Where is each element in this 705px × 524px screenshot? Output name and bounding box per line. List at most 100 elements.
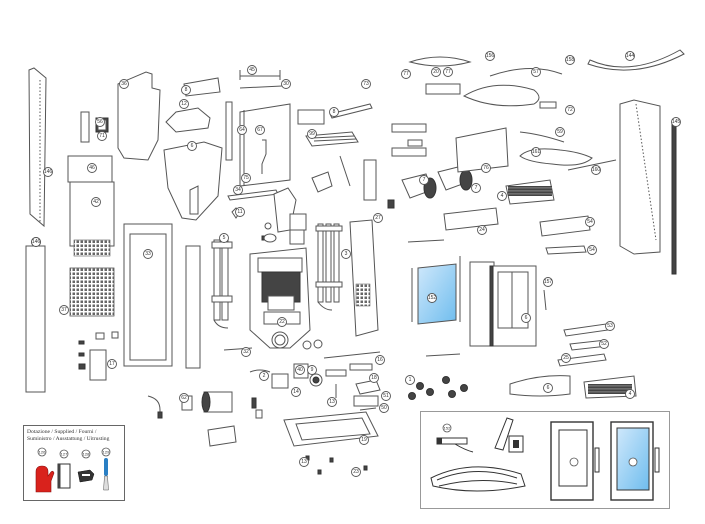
callout-label: 6 [525,315,528,321]
bottom-mounting-bracket [207,425,237,447]
legend-item-cleaning-pad: 127 [57,449,71,489]
callout-label: 75 [243,175,249,181]
callout-circle [179,99,189,109]
callout-label: 14 [293,389,299,395]
inset-door-solid [550,421,600,501]
callout-circle [307,365,317,375]
upper-right-parts [391,56,563,157]
callout-circle [307,129,317,139]
callout-circle [379,403,389,413]
callout-label: 51 [383,393,389,399]
callout-label: 4 [501,193,504,199]
callout-circle [521,313,531,323]
legend-item-oven-glove: 126 [35,447,55,493]
part-callout: 146 [43,167,53,177]
inset-bracket-assembly [494,417,524,453]
callout-circle [43,167,53,177]
part-callout: 12 [179,99,189,109]
left-side-panel-back [28,67,47,228]
door-variants-inset: 152 [420,411,670,509]
callout-circle [369,373,379,383]
legend-title-line2: Suministro / Ausstattung / Uitrusting [27,436,110,442]
callout-label: 146 [32,239,41,245]
feet-set [408,376,468,400]
callout-label: 99 [309,131,315,137]
callout-label: 2 [263,373,266,379]
callout-circle [359,435,369,445]
callout-label: 13 [301,459,307,465]
part-callout: 59 [555,127,565,137]
rear-heat-exchanger-panel [239,103,291,187]
legend-item-brush: 129 [101,447,111,491]
base-tray [283,411,379,447]
part-callout: 24 [477,225,487,235]
callout-circle [241,347,251,357]
callout-circle [373,213,383,223]
part-callout: 9 [307,365,317,375]
right-heat-exchanger-tubes [315,223,343,311]
callout-label: 158 [566,57,575,63]
callout-label: 42 [93,199,99,205]
part-callout: 25 [561,353,571,363]
callout-circle [565,105,575,115]
right-side-panel-back [619,99,661,255]
front-trim-bar [545,245,587,255]
callout-label: 146 [44,169,53,175]
callout-label: 32 [243,349,249,355]
callout-label: 40 [297,367,303,373]
rear-perforated-panel-lower [69,267,115,317]
part-callout: 71 [97,131,107,141]
part-callout: 8 [329,107,339,117]
part-callout: 157 [543,277,553,287]
callout-circle [95,117,105,127]
callout-circle [281,79,291,89]
callout-label: 17 [109,361,115,367]
part-callout: 19 [359,435,369,445]
callout-label: 67 [257,127,263,133]
callout-circle [585,217,595,227]
callout-circle [91,197,101,207]
callout-label: 56 [97,119,103,125]
callout-circle [187,141,197,151]
callout-circle [87,163,97,173]
part-callout: 53 [605,321,615,331]
callout-label: 157 [544,279,553,285]
callout-label: 13 [329,399,335,405]
callout-circle [477,225,487,235]
callout-label: 76 [483,165,489,171]
callout-circle [599,339,609,349]
inset-ignition-element: 152 [436,423,474,453]
legend-item-label: 128 [83,452,90,457]
callout-circle [531,147,541,157]
part-callout: 57 [531,67,541,77]
callout-circle [471,183,481,193]
callout-circle [361,79,371,89]
part-callout: 54 [585,217,595,227]
part-callout: 4 [625,389,635,399]
firebox-body [249,247,311,349]
legend-title: Dotazione / Supplied / Fourni / Suminist… [24,426,124,443]
top-left-heat-shield [117,71,161,161]
top-grate-bar [329,103,373,119]
callout-label: 30 [283,81,289,87]
part-callout: 22 [277,317,287,327]
legend-item-label: 127 [61,452,68,457]
callout-label: 25 [563,355,569,361]
rear-perforated-panel-upper [69,181,115,257]
callout-label: 71 [99,133,105,139]
callout-circle [219,233,229,243]
brush-tool-icon [103,458,109,491]
callout-label: 73 [363,81,369,87]
combustion-fan [181,391,233,413]
small-parts-cluster-a [231,207,305,245]
callout-label: 52 [601,341,607,347]
top-plate-arc [587,49,685,71]
callout-circle [443,67,453,77]
part-callout: 7 [419,175,429,185]
part-callout: 16 [375,355,385,365]
part-callout: 33 [143,249,153,259]
rear-frame-panel [455,127,509,173]
callout-label: 145 [672,119,681,125]
callout-circle [427,293,437,303]
